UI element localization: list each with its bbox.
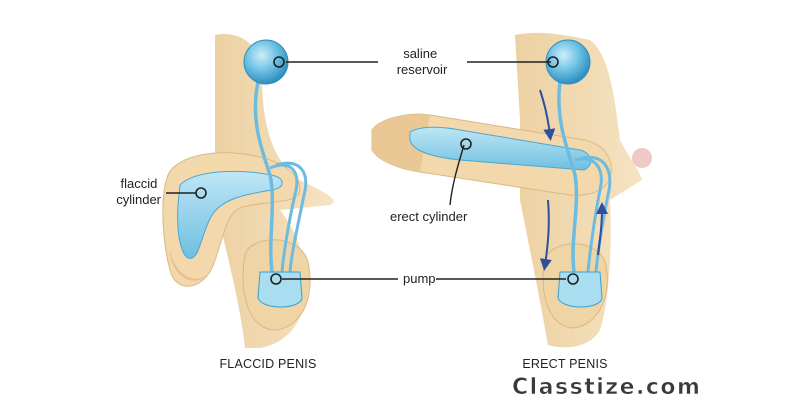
flow-arrow-up: [595, 202, 608, 256]
flaccid-pump: [257, 271, 303, 308]
marker-flaccid-cylinder: [195, 187, 207, 199]
marker-pump-right: [567, 273, 579, 285]
flaccid-glans: [170, 250, 210, 281]
watermark: Classtize.com: [512, 375, 701, 400]
flow-arrow-down-upper: [539, 89, 556, 141]
erect-figure: [371, 32, 652, 348]
erect-saline-reservoir: [545, 39, 591, 85]
label-saline-reservoir: saline reservoir: [397, 46, 448, 77]
erect-glans: [372, 114, 430, 172]
marker-reservoir-right: [547, 56, 559, 68]
erect-reservoir-tube: [557, 81, 579, 273]
caption-flaccid-penis: FLACCID PENIS: [219, 357, 316, 371]
erect-cylinder-tube-1: [574, 157, 603, 273]
erect-pump: [557, 271, 603, 308]
label-pump: pump: [403, 271, 436, 286]
leader-lines: [166, 61, 566, 280]
marker-erect-cylinder: [460, 138, 472, 150]
flaccid-reservoir-tube: [253, 81, 275, 273]
label-saline-line-2: reservoir: [397, 62, 448, 77]
flaccid-figure: [162, 34, 334, 349]
label-flaccid-cylinder: flaccid cylinder: [116, 176, 161, 207]
marker-pump-left: [270, 273, 282, 285]
leader-erect-cylinder: [449, 144, 465, 206]
caption-erect-penis: ERECT PENIS: [522, 357, 607, 371]
flow-arrow-down-lower: [539, 199, 552, 271]
flaccid-cylinder-shape: [177, 170, 283, 259]
label-erect-cylinder: erect cylinder: [390, 209, 468, 224]
marker-reservoir-left: [273, 56, 285, 68]
marker-circles: [195, 56, 579, 285]
label-saline-line-1: saline: [403, 46, 437, 61]
label-flaccid-line-1: flaccid: [121, 176, 158, 191]
flaccid-saline-reservoir: [243, 39, 289, 85]
erect-skin-edge: [632, 148, 652, 168]
flaccid-cylinder-tube-2: [275, 161, 308, 273]
flaccid-cylinder-tube-1: [269, 163, 299, 273]
label-flaccid-line-2: cylinder: [116, 192, 161, 207]
